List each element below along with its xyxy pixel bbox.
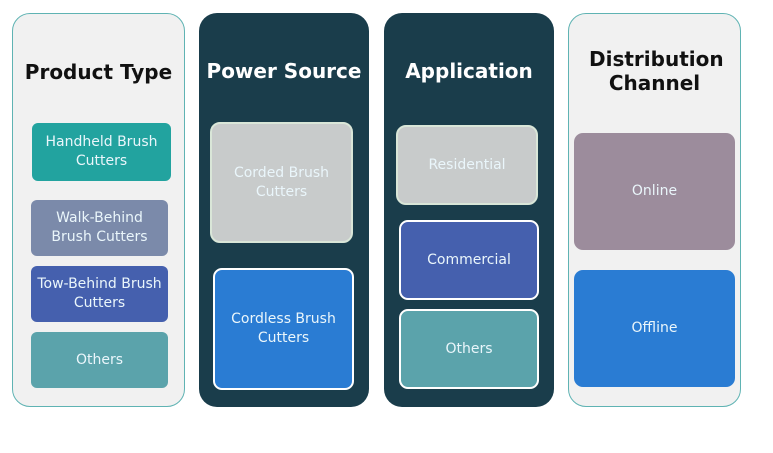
panel-power-source: Power Source Corded Brush Cutters Cordle… — [199, 13, 369, 407]
item-corded-brush-cutters: Corded Brush Cutters — [210, 122, 353, 243]
panel-title: Application — [405, 59, 533, 83]
panel-application: Application Residential Commercial Other… — [384, 13, 554, 407]
item-tow-behind-brush-cutters: Tow-Behind Brush Cutters — [31, 266, 168, 322]
item-online: Online — [574, 133, 735, 250]
item-residential: Residential — [396, 125, 538, 205]
panel-title: Product Type — [24, 60, 173, 84]
panel-distribution-channel: Distribution Channel Online Offline — [568, 13, 741, 407]
item-handheld-brush-cutters: Handheld Brush Cutters — [32, 123, 171, 181]
item-others: Others — [399, 309, 539, 389]
item-offline: Offline — [574, 270, 735, 387]
panel-title: Distribution Channel — [589, 47, 724, 95]
item-cordless-brush-cutters: Cordless Brush Cutters — [213, 268, 354, 390]
panel-product-type: Product Type Handheld Brush Cutters Walk… — [12, 13, 185, 407]
panel-title: Power Source — [206, 59, 362, 83]
item-commercial: Commercial — [399, 220, 539, 300]
item-walk-behind-brush-cutters: Walk-Behind Brush Cutters — [31, 200, 168, 256]
item-others: Others — [31, 332, 168, 388]
